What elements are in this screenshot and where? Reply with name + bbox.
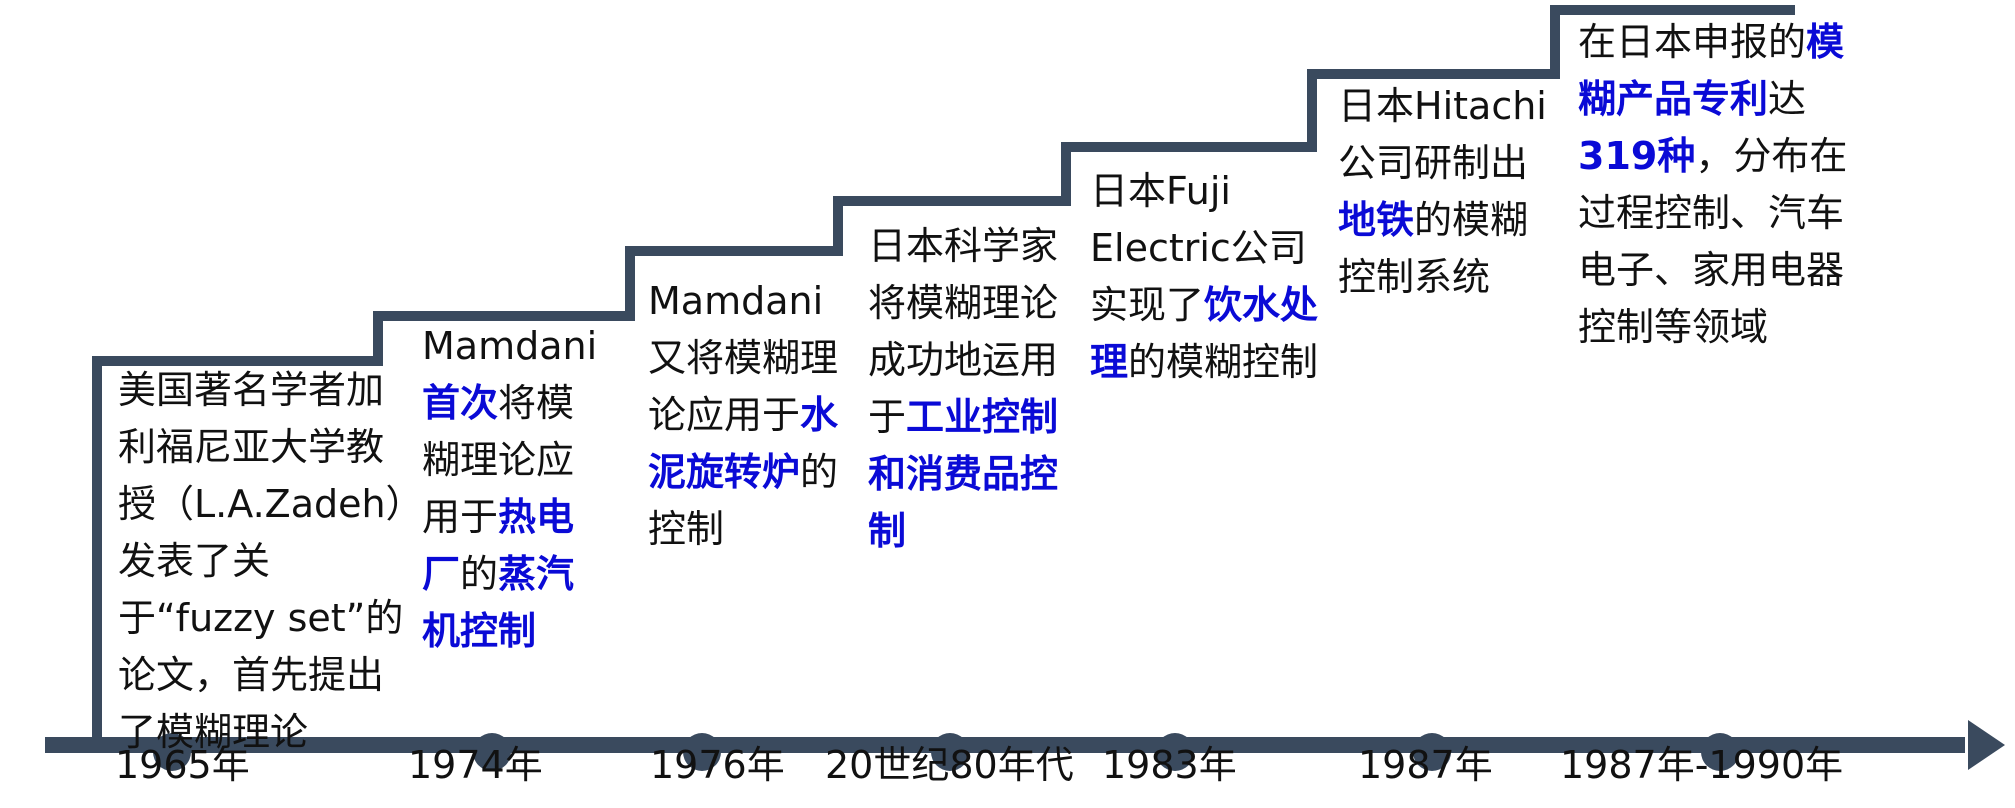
milestone-description: 日本科学家将模糊理论成功地运用于工业控制和消费品控制 [868,218,1064,560]
milestone-description: 在日本申报的模糊产品专利达 319种，分布在过程控制、汽车电子、家用电器控制等领域 [1578,14,1856,356]
description-text: 的模糊控制系统 [1338,198,1529,299]
milestone-year: 1987年 [1358,743,1493,787]
milestone-year: 1965年 [115,743,250,787]
highlight-text: 地铁 [1338,198,1415,242]
description-text: 的 [460,552,499,596]
description-text: ，分布在过程控制、汽车电子、家用电器控制等领域 [1578,134,1848,349]
milestone-dot [153,733,191,771]
milestone-year: 1983年 [1102,743,1237,787]
milestone-dot [1156,733,1194,771]
description-text: 将模糊理论应用于 [422,381,575,539]
timeline-arrow-icon [1968,720,2005,770]
milestone-dot [931,733,969,771]
milestone-description: Mamdani又将模糊理论应用于水泥旋转炉的控制 [648,273,848,558]
description-text: 日本Hitachi公司研制出 [1338,84,1547,185]
milestone-description: Mamdani 首次将模糊理论应用于热电厂的蒸汽机控制 [422,318,604,660]
milestone-dot [683,733,721,771]
milestone-year: 1974年 [408,743,543,787]
description-text: Mamdani [422,324,598,368]
milestone-description: 日本Hitachi公司研制出地铁的模糊控制系统 [1338,78,1554,306]
milestone-year: 1976年 [650,743,785,787]
milestone-dot [473,733,511,771]
highlight-text: 热电厂 [422,495,575,596]
description-text: Mamdani又将模糊理论应用于 [648,279,839,437]
milestone-dot [1413,733,1451,771]
milestone-description: 美国著名学者加利福尼亚大学教授（L.A.Zadeh）发表了关于“fuzzy se… [118,362,408,761]
description-text: 达 [1768,77,1807,121]
highlight-text: 水泥旋转炉 [648,393,839,494]
description-text: 日本科学家将模糊理论成功地运用于 [868,224,1059,439]
highlight-text: 首次 [422,381,499,425]
highlight-text: 319种 [1578,134,1696,178]
highlight-text: 模糊产品专利 [1578,20,1845,121]
description-text: 美国著名学者加利福尼亚大学教授（L.A.Zadeh）发表了关于“fuzzy se… [118,368,405,754]
staircase-line [92,5,1795,745]
milestone-dot [1701,733,1739,771]
milestone-description: 日本Fuji Electric公司实现了饮水处理的模糊控制 [1090,163,1322,391]
description-text: 的模糊控制 [1128,340,1319,384]
highlight-text: 工业控制和消费品控制 [868,395,1059,553]
highlight-text: 饮水处理 [1090,283,1319,384]
description-text: 的控制 [648,450,839,551]
description-text: 日本Fuji Electric公司实现了 [1090,169,1307,327]
milestone-year: 1987年-1990年 [1560,743,1844,787]
description-text: 在日本申报的 [1578,20,1807,64]
highlight-text: 蒸汽机控制 [422,552,575,653]
milestone-year: 20世纪80年代 [825,743,1074,787]
